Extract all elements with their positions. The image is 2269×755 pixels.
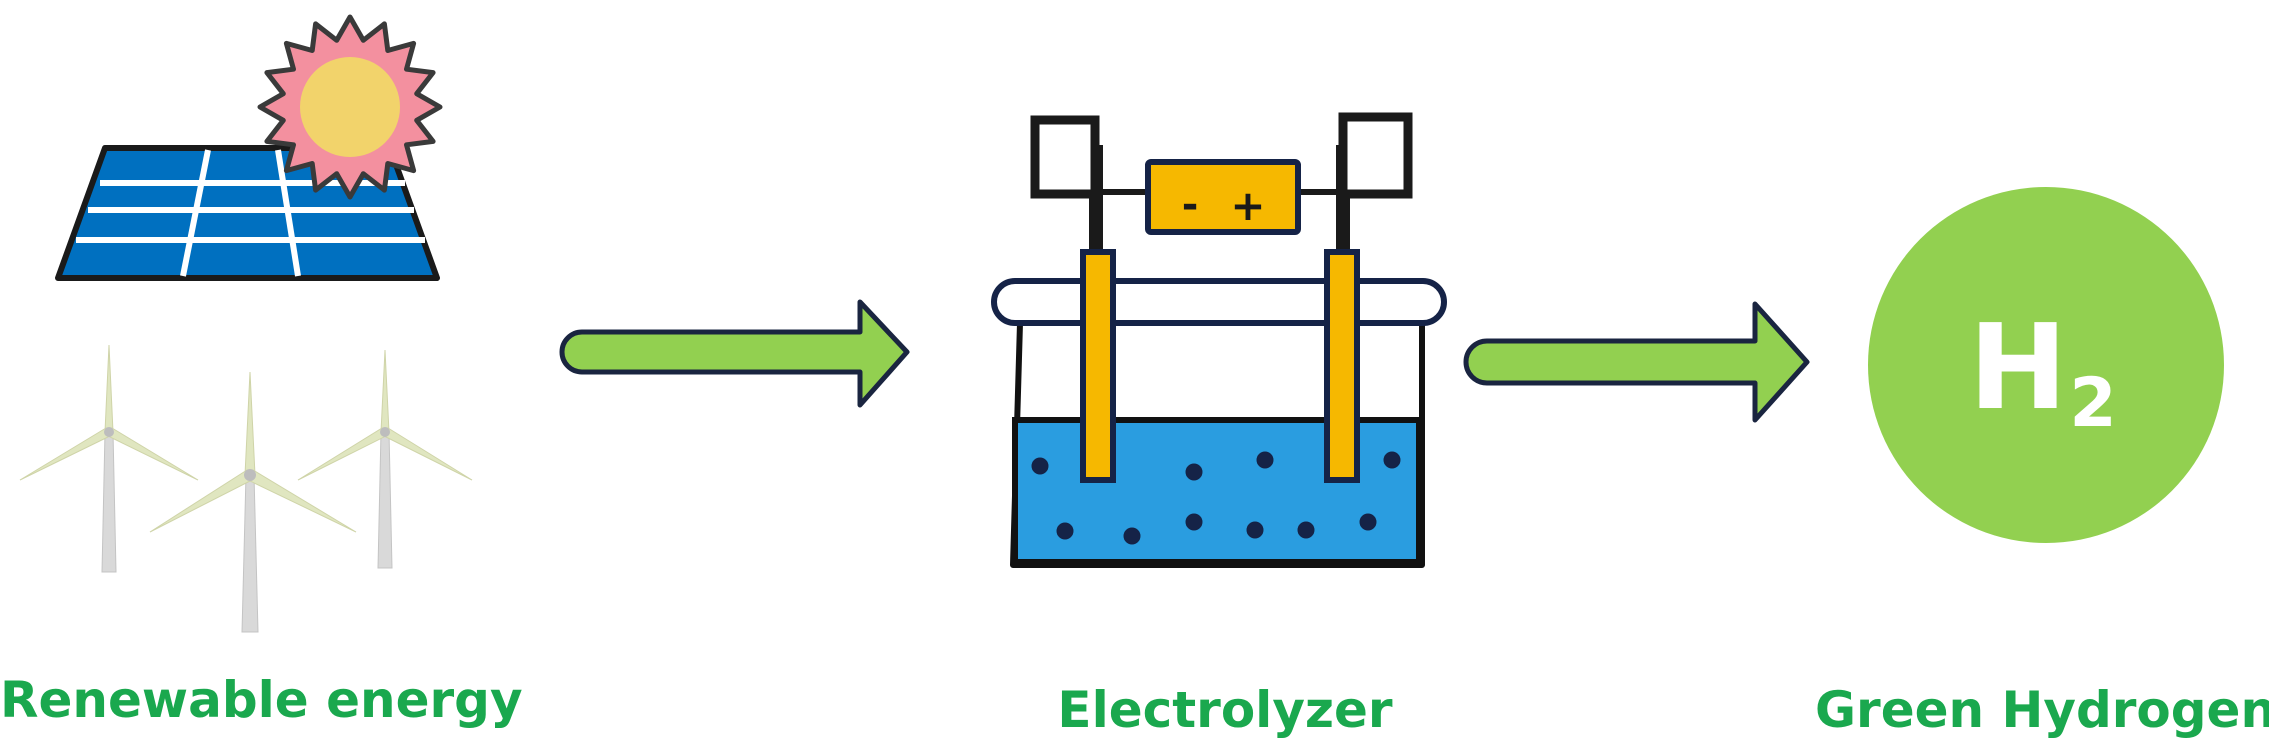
sun-icon bbox=[257, 14, 443, 200]
hydrogen-symbol: H bbox=[1969, 298, 2068, 436]
terminal-left bbox=[1030, 115, 1100, 199]
electrode-left bbox=[1080, 249, 1116, 483]
electrolyzer-icon: - + bbox=[991, 112, 1447, 568]
wind-turbine-1 bbox=[19, 344, 199, 573]
renewable-energy-label: Renewable energy bbox=[0, 671, 523, 729]
arrow-right-icon-1 bbox=[559, 299, 910, 408]
hydrogen-molecule-icon: H 2 bbox=[1868, 187, 2224, 543]
wind-turbines-icon bbox=[19, 344, 473, 633]
wind-turbine-2 bbox=[149, 371, 357, 633]
ion-dots bbox=[1031, 451, 1401, 545]
electrolyzer-label: Electrolyzer bbox=[1057, 681, 1393, 739]
hydrogen-subscript: 2 bbox=[2069, 364, 2116, 443]
arrow-right-icon-2 bbox=[1463, 301, 1810, 423]
electrode-right bbox=[1324, 249, 1360, 483]
green-hydrogen-label: Green Hydrogen bbox=[1815, 681, 2269, 739]
battery-negative-label: - bbox=[1182, 182, 1199, 228]
wind-turbine-3 bbox=[297, 349, 473, 569]
battery-positive-label: + bbox=[1230, 181, 1265, 230]
terminal-right bbox=[1338, 112, 1413, 199]
battery-icon bbox=[1145, 159, 1301, 235]
